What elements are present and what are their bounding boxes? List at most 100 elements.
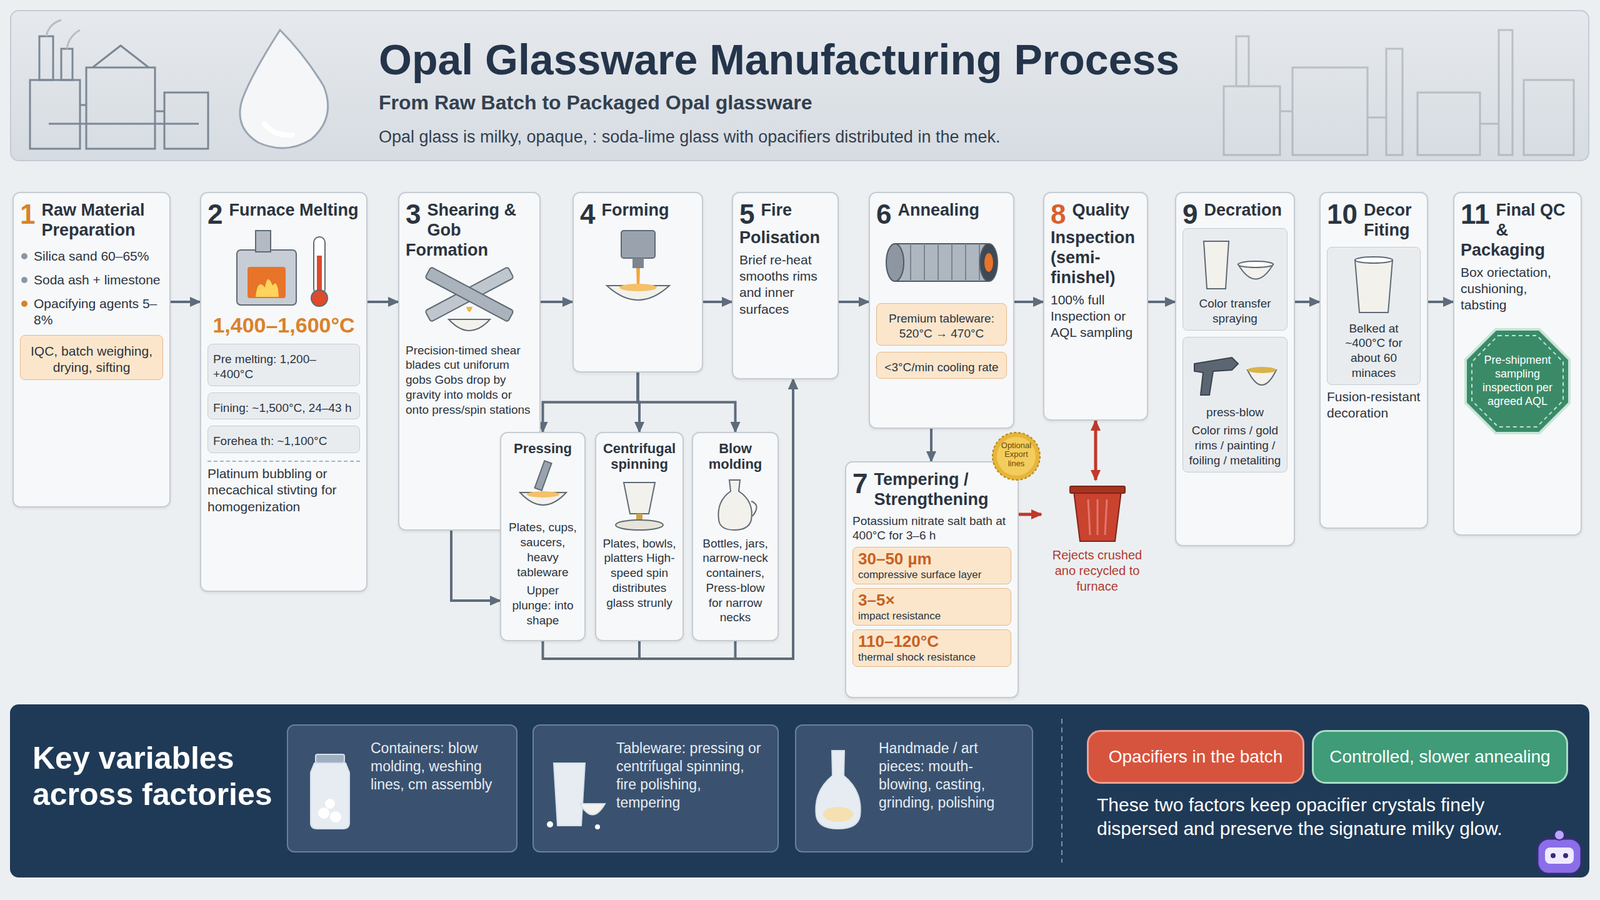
svg-shape bbox=[264, 123, 293, 135]
connector bbox=[703, 300, 732, 304]
header-illustration bbox=[11, 11, 362, 160]
step-text: Color rims / gold rims / painting / foil… bbox=[1188, 423, 1282, 468]
connector bbox=[930, 428, 933, 462]
svg-shape bbox=[1550, 853, 1556, 859]
inner-box: 3–5×impact resistance bbox=[852, 588, 1012, 626]
svg-shape bbox=[951, 243, 953, 282]
process-box: PressingPlates, cups, saucers, heavy tab… bbox=[500, 431, 586, 642]
inner-box: Handmade / art pieces: mouth-blowing, ca… bbox=[795, 724, 1034, 853]
step-heading: Shearing & Gob Formation bbox=[405, 200, 534, 261]
svg-shape bbox=[311, 290, 328, 307]
step-text: Potassium nitrate salt bath at 400°C for… bbox=[852, 513, 1012, 544]
process-box: 1Raw Material PreparationSilica sand 60–… bbox=[12, 191, 171, 508]
process-box: Blow moldingBottles, jars, narrow-neck c… bbox=[691, 431, 779, 642]
svg-shape bbox=[30, 20, 209, 149]
svg-shape bbox=[1236, 36, 1249, 87]
svg-shape bbox=[315, 754, 345, 764]
svg-shape bbox=[318, 807, 330, 819]
svg-shape bbox=[92, 45, 149, 68]
temperature-value: 1,400–1,600°C bbox=[207, 313, 360, 338]
svg-shape bbox=[1292, 67, 1368, 155]
spec-value: 30–50 µm bbox=[858, 550, 1006, 569]
svg-shape bbox=[1339, 255, 1409, 318]
subtitle: From Raw Batch to Packaged Opal glasswar… bbox=[378, 91, 813, 115]
step-text: IQC, batch weighing, drying, sifting bbox=[25, 343, 158, 377]
icon bbox=[1332, 255, 1415, 318]
step-text: Plates, cups, saucers, heavy tableware bbox=[507, 520, 579, 580]
step-number: 2 bbox=[207, 200, 223, 229]
header-panel: Opal Glassware Manufacturing ProcessFrom… bbox=[10, 10, 1590, 162]
svg-shape bbox=[425, 266, 514, 322]
svg-shape bbox=[803, 744, 873, 832]
process-box: Centrifugal spinningPlates, bowls, platt… bbox=[595, 431, 684, 642]
inner-box: 110–120°Cthermal shock resistance bbox=[852, 629, 1012, 667]
svg-shape bbox=[823, 806, 854, 822]
svg-shape bbox=[1203, 241, 1229, 289]
inner-box: Pre melting: 1,200–+400°C bbox=[207, 343, 360, 387]
step-text: Fining: ~1,500°C, 24–43 h bbox=[213, 400, 355, 416]
svg-shape bbox=[718, 480, 752, 530]
step-heading: Quality Inspection (semi-finishel) bbox=[1050, 200, 1141, 289]
step-heading: Tempering / Strengthening bbox=[852, 470, 1012, 510]
inner-box: Containers: blow molding, weshing lines,… bbox=[286, 724, 518, 853]
svg-shape bbox=[886, 243, 904, 282]
svg-shape bbox=[553, 763, 585, 826]
svg-shape bbox=[937, 243, 939, 282]
method-heading: Pressing bbox=[507, 440, 579, 457]
inner-box: <3°C/min cooling rate bbox=[876, 351, 1007, 380]
process-box: 5Fire PolisationBrief re-heat smooths ri… bbox=[731, 191, 839, 380]
inner-box: IQC, batch weighing, drying, sifting bbox=[20, 335, 164, 381]
inner-box: Tableware: pressing or centrifugal spinn… bbox=[532, 724, 779, 853]
step-number: 11 bbox=[1460, 200, 1490, 229]
svg-shape bbox=[255, 279, 279, 297]
badge-text: Optional Export lines bbox=[996, 441, 1037, 469]
header-skyline bbox=[1198, 11, 1587, 160]
inner-box: Color transfer spraying bbox=[1182, 228, 1288, 331]
connector bbox=[1014, 300, 1044, 304]
step-number: 4 bbox=[580, 200, 595, 229]
svg-shape bbox=[996, 436, 1036, 476]
svg-shape bbox=[1070, 486, 1125, 494]
process-box: 9DecrationColor transfer sprayingpress-b… bbox=[1175, 191, 1295, 547]
svg-shape bbox=[1280, 111, 1499, 124]
svg-shape bbox=[48, 105, 199, 124]
step-heading: Decor Fiting bbox=[1326, 200, 1421, 241]
connector bbox=[543, 372, 639, 432]
step-text: impact resistance bbox=[858, 609, 1006, 623]
svg-shape bbox=[1194, 357, 1239, 395]
method-heading: Centrifugal spinning bbox=[602, 440, 677, 473]
step-text: Premium tableware: 520°C → 470°C bbox=[881, 311, 1002, 342]
connector bbox=[367, 300, 399, 304]
svg-shape bbox=[448, 319, 490, 331]
svg-shape bbox=[330, 811, 342, 823]
process-box: 6AnnealingPremium tableware: 520°C → 470… bbox=[868, 191, 1015, 429]
step-text: Precision-timed shear blades cut uniforu… bbox=[405, 343, 534, 418]
step-number: 7 bbox=[852, 470, 868, 498]
svg-shape bbox=[984, 253, 994, 272]
svg-shape bbox=[895, 243, 989, 282]
step-heading: Forming bbox=[580, 200, 696, 221]
spec-value: 110–120°C bbox=[858, 632, 1006, 651]
svg-shape bbox=[1417, 92, 1480, 155]
step-text: Brief re-heat smooths rims and inner sur… bbox=[739, 251, 832, 318]
svg-shape bbox=[1355, 256, 1393, 264]
process-box: 7Tempering / StrengtheningPotassium nitr… bbox=[845, 461, 1019, 699]
band-divider bbox=[1061, 718, 1063, 863]
svg-shape bbox=[980, 243, 998, 282]
svg-shape bbox=[313, 236, 325, 295]
svg-shape bbox=[621, 230, 655, 259]
step-text: press-blow bbox=[1188, 405, 1282, 420]
svg-shape bbox=[1563, 853, 1569, 859]
description: Opal glass is milky, opaque, : soda-lime… bbox=[378, 127, 1192, 147]
svg-shape bbox=[1223, 30, 1574, 155]
svg-shape bbox=[623, 482, 655, 514]
spec-value: 3–5× bbox=[858, 591, 1006, 610]
svg-shape bbox=[247, 266, 286, 299]
svg-shape bbox=[1355, 260, 1393, 313]
step-text: Box oriectation, cushioning, tabsting bbox=[1460, 264, 1575, 314]
process-box: 4Forming bbox=[572, 191, 704, 373]
icon bbox=[507, 460, 579, 517]
svg-shape bbox=[815, 750, 860, 829]
connector bbox=[540, 300, 573, 304]
step-text: Plates, bowls, platters High-speed spin … bbox=[602, 536, 677, 611]
